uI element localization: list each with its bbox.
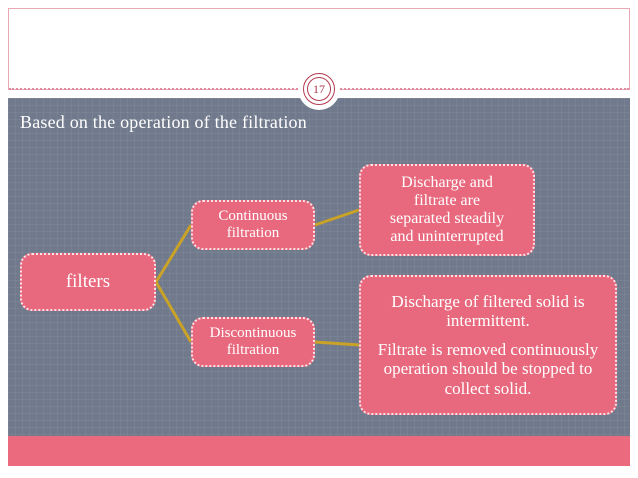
page-number-badge: 17 (303, 73, 335, 105)
flow-result-discontinuous-paragraph1: Discharge of filtered solid is intermitt… (391, 292, 585, 331)
connector-lines (154, 208, 360, 347)
flow-node-filters-label: filters (65, 271, 111, 293)
slide-body: Based on the operation of the filtration… (8, 98, 630, 436)
flow-node-discontinuous-line2: filtration (226, 342, 280, 358)
flow-result-discontinuous-paragraph2: Filtrate is removed continuously operati… (377, 339, 599, 398)
flow-node-continuous-line2: filtration (226, 225, 280, 241)
footer-accent-bar (8, 436, 630, 466)
flow-result-continuous-line1: Discharge and (401, 173, 493, 191)
page-number-badge-inner-ring: 17 (307, 77, 331, 101)
flow-node-continuous-line1: Continuous (218, 207, 288, 224)
flow-result-discontinuous[interactable]: Discharge of filtered solid is intermitt… (359, 275, 617, 415)
flow-node-discontinuous-line1: Discontinuous (209, 324, 297, 341)
flow-node-filters[interactable]: filters (20, 253, 156, 311)
flow-result-continuous[interactable]: Discharge and filtrate are separated ste… (359, 164, 535, 256)
page-number-text: 17 (313, 82, 325, 96)
flow-result-continuous-line4: and uninterrupted (390, 228, 504, 246)
flow-node-continuous-filtration[interactable]: Continuous filtration (191, 200, 315, 250)
flow-result-continuous-line3: separated steadily (389, 210, 505, 227)
flow-result-continuous-line2: filtrate are (413, 191, 481, 209)
page-title: Based on the operation of the filtration (20, 112, 307, 132)
flow-node-discontinuous-filtration[interactable]: Discontinuous filtration (191, 317, 315, 367)
